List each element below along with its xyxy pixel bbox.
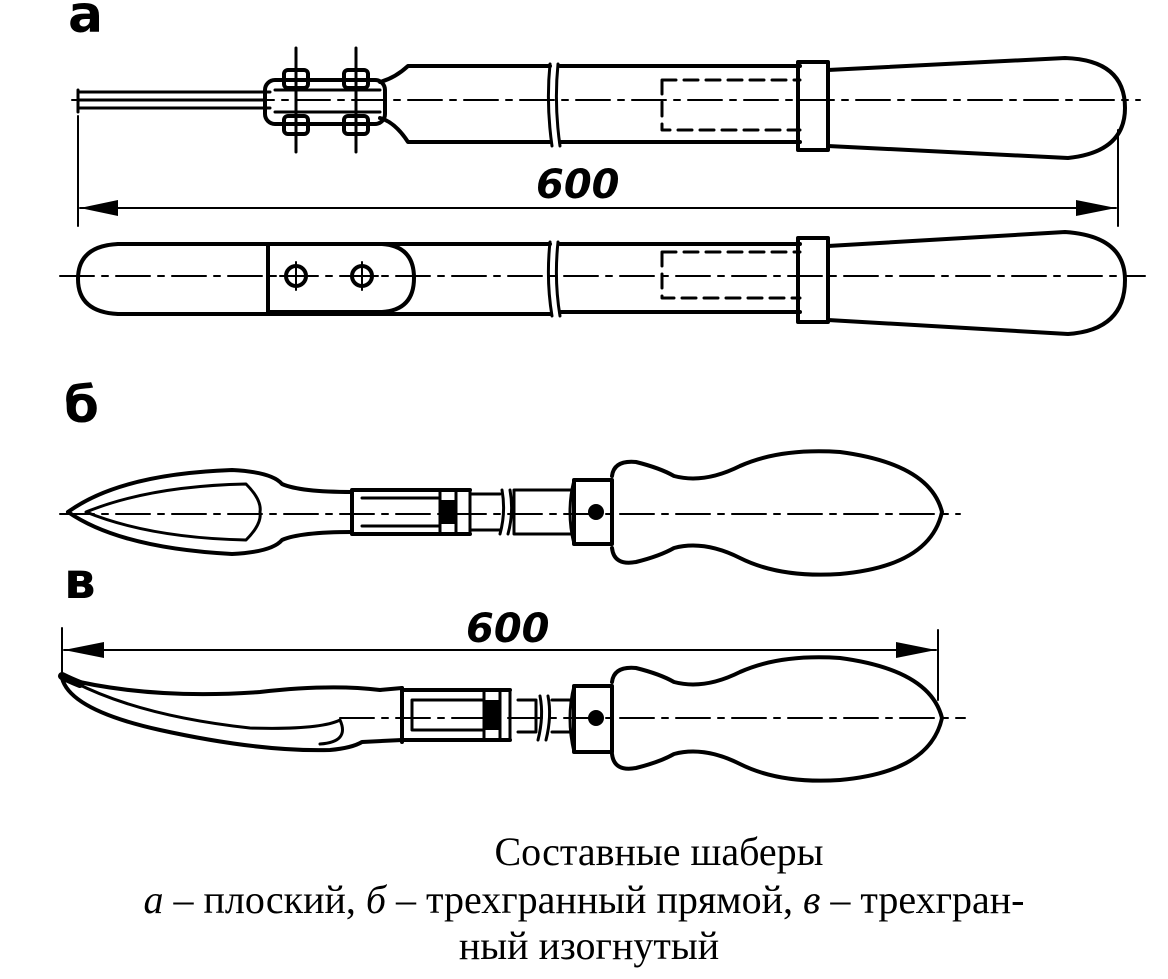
caption-key-b: б [365, 877, 387, 922]
caption-text-a: – плоский, [163, 877, 366, 922]
label-v: в [64, 552, 96, 610]
flat-scraper-side-view [71, 46, 1141, 160]
dimension-top-value: 600 [536, 162, 620, 208]
label-a: а [68, 0, 103, 45]
triangular-straight-scraper [59, 449, 961, 577]
dimension-top: 600 [77, 115, 1119, 227]
flat-scraper-top-view [59, 230, 1146, 336]
caption-text-b: – трехгранный прямой, [386, 877, 803, 922]
caption-text-v: – трехгран- [820, 877, 1025, 922]
caption-line-2: ный изогнутый [0, 924, 1168, 968]
caption-title: Составные шаберы [0, 830, 1168, 874]
scraper-drawing: а б в 600 [58, 0, 1146, 783]
caption-line-2-text: ный изогнутый [458, 923, 720, 968]
caption-line-1: а – плоский, б – трехгранный прямой, в –… [0, 878, 1168, 922]
caption-key-a: а [143, 877, 164, 922]
dimension-bottom: 600 [61, 606, 939, 701]
caption-key-v: в [803, 877, 821, 922]
triangular-curved-scraper [58, 655, 966, 783]
dimension-bottom-value: 600 [466, 606, 550, 652]
label-b: б [64, 376, 99, 434]
caption-title-text: Составные шаберы [494, 829, 824, 874]
